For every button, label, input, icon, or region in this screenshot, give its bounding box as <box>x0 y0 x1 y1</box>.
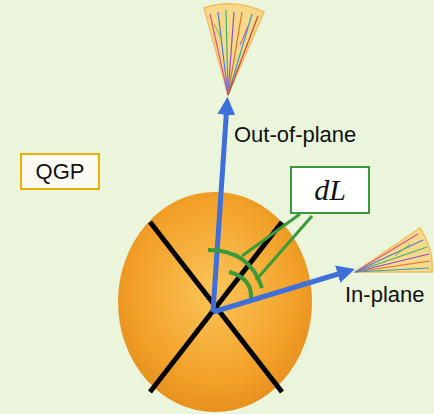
region-label-box: QGP <box>20 153 100 190</box>
path-length-box: dL <box>290 166 370 214</box>
in-plane-arrow <box>213 271 348 312</box>
direction-label: Out-of-plane <box>234 122 356 148</box>
direction-label: In-plane <box>345 282 425 308</box>
leader-line <box>256 216 312 280</box>
jet-cone <box>355 228 432 272</box>
out-of-plane-arrow <box>213 104 227 312</box>
node-text: dL <box>314 173 346 207</box>
node-text: QGP <box>36 159 85 185</box>
leader-line <box>242 214 300 256</box>
jet-cone <box>204 4 264 95</box>
path-length-arc <box>229 272 251 298</box>
path-length-arc <box>208 250 262 288</box>
